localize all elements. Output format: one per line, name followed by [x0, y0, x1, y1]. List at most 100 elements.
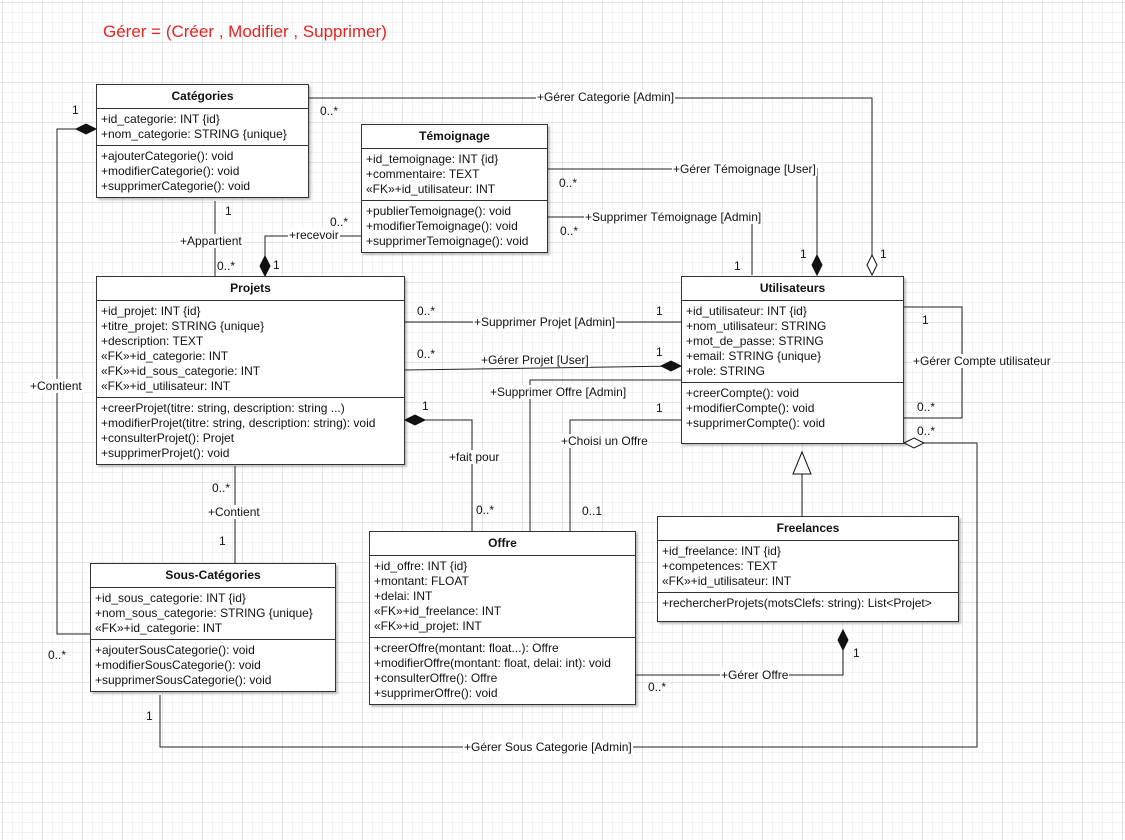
multiplicity: 0..*: [476, 503, 495, 517]
multiplicity: 1: [219, 534, 226, 548]
class-attributes: +id_categorie: INT {id} +nom_categorie: …: [97, 109, 308, 146]
connector-supprimer-offre: [529, 379, 681, 531]
class-utilisateurs[interactable]: Utilisateurs +id_utilisateur: INT {id} +…: [681, 276, 904, 444]
class-sous-categories[interactable]: Sous-Catégories +id_sous_categorie: INT …: [90, 563, 336, 692]
attribute: +montant: FLOAT: [374, 574, 469, 588]
attribute: +nom_sous_categorie: STRING {unique}: [95, 606, 313, 620]
multiplicity: 0..*: [320, 104, 339, 118]
class-methods: +rechercherProjets(motsClefs: string): L…: [658, 593, 958, 621]
multiplicity: 1: [225, 204, 232, 218]
method: +modifierProjet(titre: string, descripti…: [101, 416, 376, 430]
connector-choisi-offre: [569, 419, 681, 531]
method: +supprimerOffre(): void: [374, 686, 498, 700]
assoc-label-gerer-projet: +Gérer Projet [User]: [480, 353, 590, 367]
composition-diamond-projets-recevoir: [259, 254, 271, 278]
class-name: Utilisateurs: [682, 277, 903, 301]
connector-gerer-categorie: [309, 97, 873, 275]
connector-gerer-temoignage: [548, 168, 818, 275]
multiplicity: 0..1: [582, 504, 603, 518]
connector-gerer-sous-categorie: [159, 442, 978, 748]
method: +modifierCompte(): void: [686, 401, 815, 415]
class-offre[interactable]: Offre +id_offre: INT {id} +montant: FLOA…: [369, 531, 636, 705]
multiplicity: 1: [880, 247, 887, 261]
attribute: +nom_categorie: STRING {unique}: [101, 127, 287, 141]
method: +supprimerCompte(): void: [686, 416, 826, 430]
assoc-label-supprimer-temoignage: +Supprimer Témoignage [Admin]: [584, 210, 763, 224]
class-methods: +ajouterCategorie(): void +modifierCateg…: [97, 146, 308, 197]
attribute: «FK»+id_sous_categorie: INT: [101, 364, 261, 378]
assoc-label-supprimer-projet: +Supprimer Projet [Admin]: [473, 315, 617, 329]
attribute: «FK»+id_utilisateur: INT: [366, 182, 496, 196]
method: +modifierCategorie(): void: [101, 164, 240, 178]
method: +creerProjet(titre: string, description:…: [101, 401, 345, 415]
multiplicity: 0..*: [217, 259, 236, 273]
assoc-label-recevoir: +recevoir: [288, 228, 340, 242]
method: +creerCompte(): void: [686, 386, 800, 400]
method: +supprimerProjet(): void: [101, 446, 230, 460]
assoc-label-choisi-offre: +Choisi un Offre: [560, 434, 649, 448]
class-attributes: +id_freelance: INT {id} +competences: TE…: [658, 541, 958, 593]
class-attributes: +id_sous_categorie: INT {id} +nom_sous_c…: [91, 588, 335, 640]
multiplicity: 1: [273, 258, 280, 272]
class-methods: +creerOffre(montant: float...): Offre +m…: [370, 638, 635, 704]
composition-diamond-projets-offre: [403, 414, 427, 426]
assoc-label-gerer-temoignage: +Gérer Témoignage [User]: [672, 162, 817, 176]
assoc-label-gerer-sous-categorie: +Gérer Sous Categorie [Admin]: [463, 740, 633, 754]
attribute: «FK»+id_utilisateur: INT: [662, 574, 792, 588]
class-attributes: +id_offre: INT {id} +montant: FLOAT +del…: [370, 556, 635, 638]
class-name: Offre: [370, 532, 635, 556]
connector-fait-pour: [405, 419, 473, 531]
multiplicity: 0..*: [917, 400, 936, 414]
class-attributes: +id_projet: INT {id} +titre_projet: STRI…: [97, 301, 404, 398]
multiplicity: 0..*: [917, 424, 936, 438]
attribute: «FK»+id_categorie: INT: [95, 621, 223, 635]
attribute: +id_freelance: INT {id}: [662, 544, 781, 558]
class-projets[interactable]: Projets +id_projet: INT {id} +titre_proj…: [96, 276, 405, 465]
multiplicity: 1: [146, 709, 153, 723]
attribute: +delai: INT: [374, 589, 433, 603]
method: +rechercherProjets(motsClefs: string): L…: [662, 596, 932, 610]
method: +ajouterCategorie(): void: [101, 149, 234, 163]
assoc-label-supprimer-offre: +Supprimer Offre [Admin]: [489, 385, 628, 399]
multiplicity: 0..*: [330, 215, 349, 229]
class-methods: +publierTemoignage(): void +modifierTemo…: [362, 201, 547, 252]
attribute: +competences: TEXT: [662, 559, 778, 573]
multiplicity: 1: [800, 247, 807, 261]
connector-supprimer-temoignage: [548, 216, 753, 275]
attribute: «FK»+id_projet: INT: [374, 619, 482, 633]
attribute: +email: STRING {unique}: [686, 349, 822, 363]
connector-gerer-projet: [404, 365, 682, 371]
class-freelances[interactable]: Freelances +id_freelance: INT {id} +comp…: [657, 516, 959, 622]
method: +consulterOffre(): Offre: [374, 671, 498, 685]
method: +modifierTemoignage(): void: [366, 219, 518, 233]
class-attributes: +id_temoignage: INT {id} +commentaire: T…: [362, 149, 547, 201]
class-temoignage[interactable]: Témoignage +id_temoignage: INT {id} +com…: [361, 124, 548, 253]
composition-diamond-categories: [74, 123, 98, 135]
method: +supprimerCategorie(): void: [101, 179, 251, 193]
class-categories[interactable]: Catégories +id_categorie: INT {id} +nom_…: [96, 84, 309, 198]
composition-diamond-freelances-offre: [837, 628, 849, 652]
assoc-label-contient-left: +Contient: [29, 379, 83, 393]
class-name: Sous-Catégories: [91, 564, 335, 588]
multiplicity: 1: [853, 646, 860, 660]
diagram-title: Gérer = (Créer , Modifier , Supprimer): [103, 22, 387, 41]
multiplicity: 1: [656, 345, 663, 359]
method: +publierTemoignage(): void: [366, 204, 512, 218]
multiplicity: 0..*: [212, 481, 231, 495]
assoc-label-contient-mid: +Contient: [207, 505, 261, 519]
aggregation-diamond-utilisateurs-cat: [866, 253, 878, 277]
composition-diamond-utilisateurs-temo: [811, 253, 823, 277]
class-methods: +creerCompte(): void +modifierCompte(): …: [682, 383, 903, 443]
multiplicity: 0..*: [417, 304, 436, 318]
multiplicity: 1: [422, 399, 429, 413]
multiplicity: 1: [72, 103, 79, 117]
class-name: Catégories: [97, 85, 308, 109]
multiplicity: 0..*: [48, 648, 67, 662]
attribute: +role: STRING: [686, 364, 766, 378]
generalization-triangle: [792, 450, 812, 475]
attribute: +id_utilisateur: INT {id}: [686, 304, 807, 318]
assoc-label-gerer-compte: +Gérer Compte utilisateur: [912, 354, 1052, 368]
method: +supprimerSousCategorie(): void: [95, 673, 272, 687]
class-methods: +ajouterSousCategorie(): void +modifierS…: [91, 640, 335, 691]
attribute: «FK»+id_utilisateur: INT: [101, 379, 231, 393]
